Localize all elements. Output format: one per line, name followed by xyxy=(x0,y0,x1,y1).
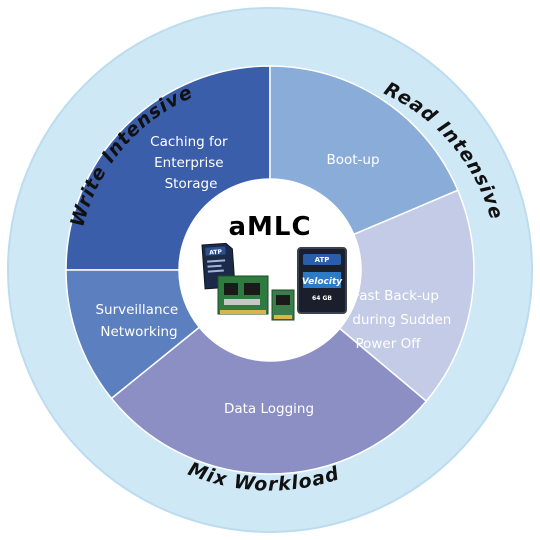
outer-ring-border xyxy=(7,7,533,533)
center-hub xyxy=(179,179,361,361)
segment-label-bootup: Boot-up xyxy=(326,152,379,168)
ssd-capacity: 64 GB xyxy=(312,295,332,302)
segment-label-backup: Fast Back-up during Sudden Power Off xyxy=(352,288,455,352)
msata-module-icon xyxy=(271,289,295,321)
segment-label-caching: Caching for Enterprise Storage xyxy=(150,134,232,192)
center-title: aMLC xyxy=(228,212,311,242)
segment-group xyxy=(65,65,475,475)
sd-card-brand: ATP xyxy=(209,249,223,257)
segment-label-logging: Data Logging xyxy=(224,401,314,417)
ssd-drive-icon: ATP Velocity 64 GB xyxy=(297,247,347,314)
segment-label-surveillance: Surveillance Networking xyxy=(95,302,182,340)
ssd-name: Velocity xyxy=(302,277,343,287)
memory-module-icon xyxy=(217,275,269,315)
product-illustration: ATP ATP Velocity 64 GB xyxy=(201,242,347,321)
ssd-brand: ATP xyxy=(315,256,330,264)
